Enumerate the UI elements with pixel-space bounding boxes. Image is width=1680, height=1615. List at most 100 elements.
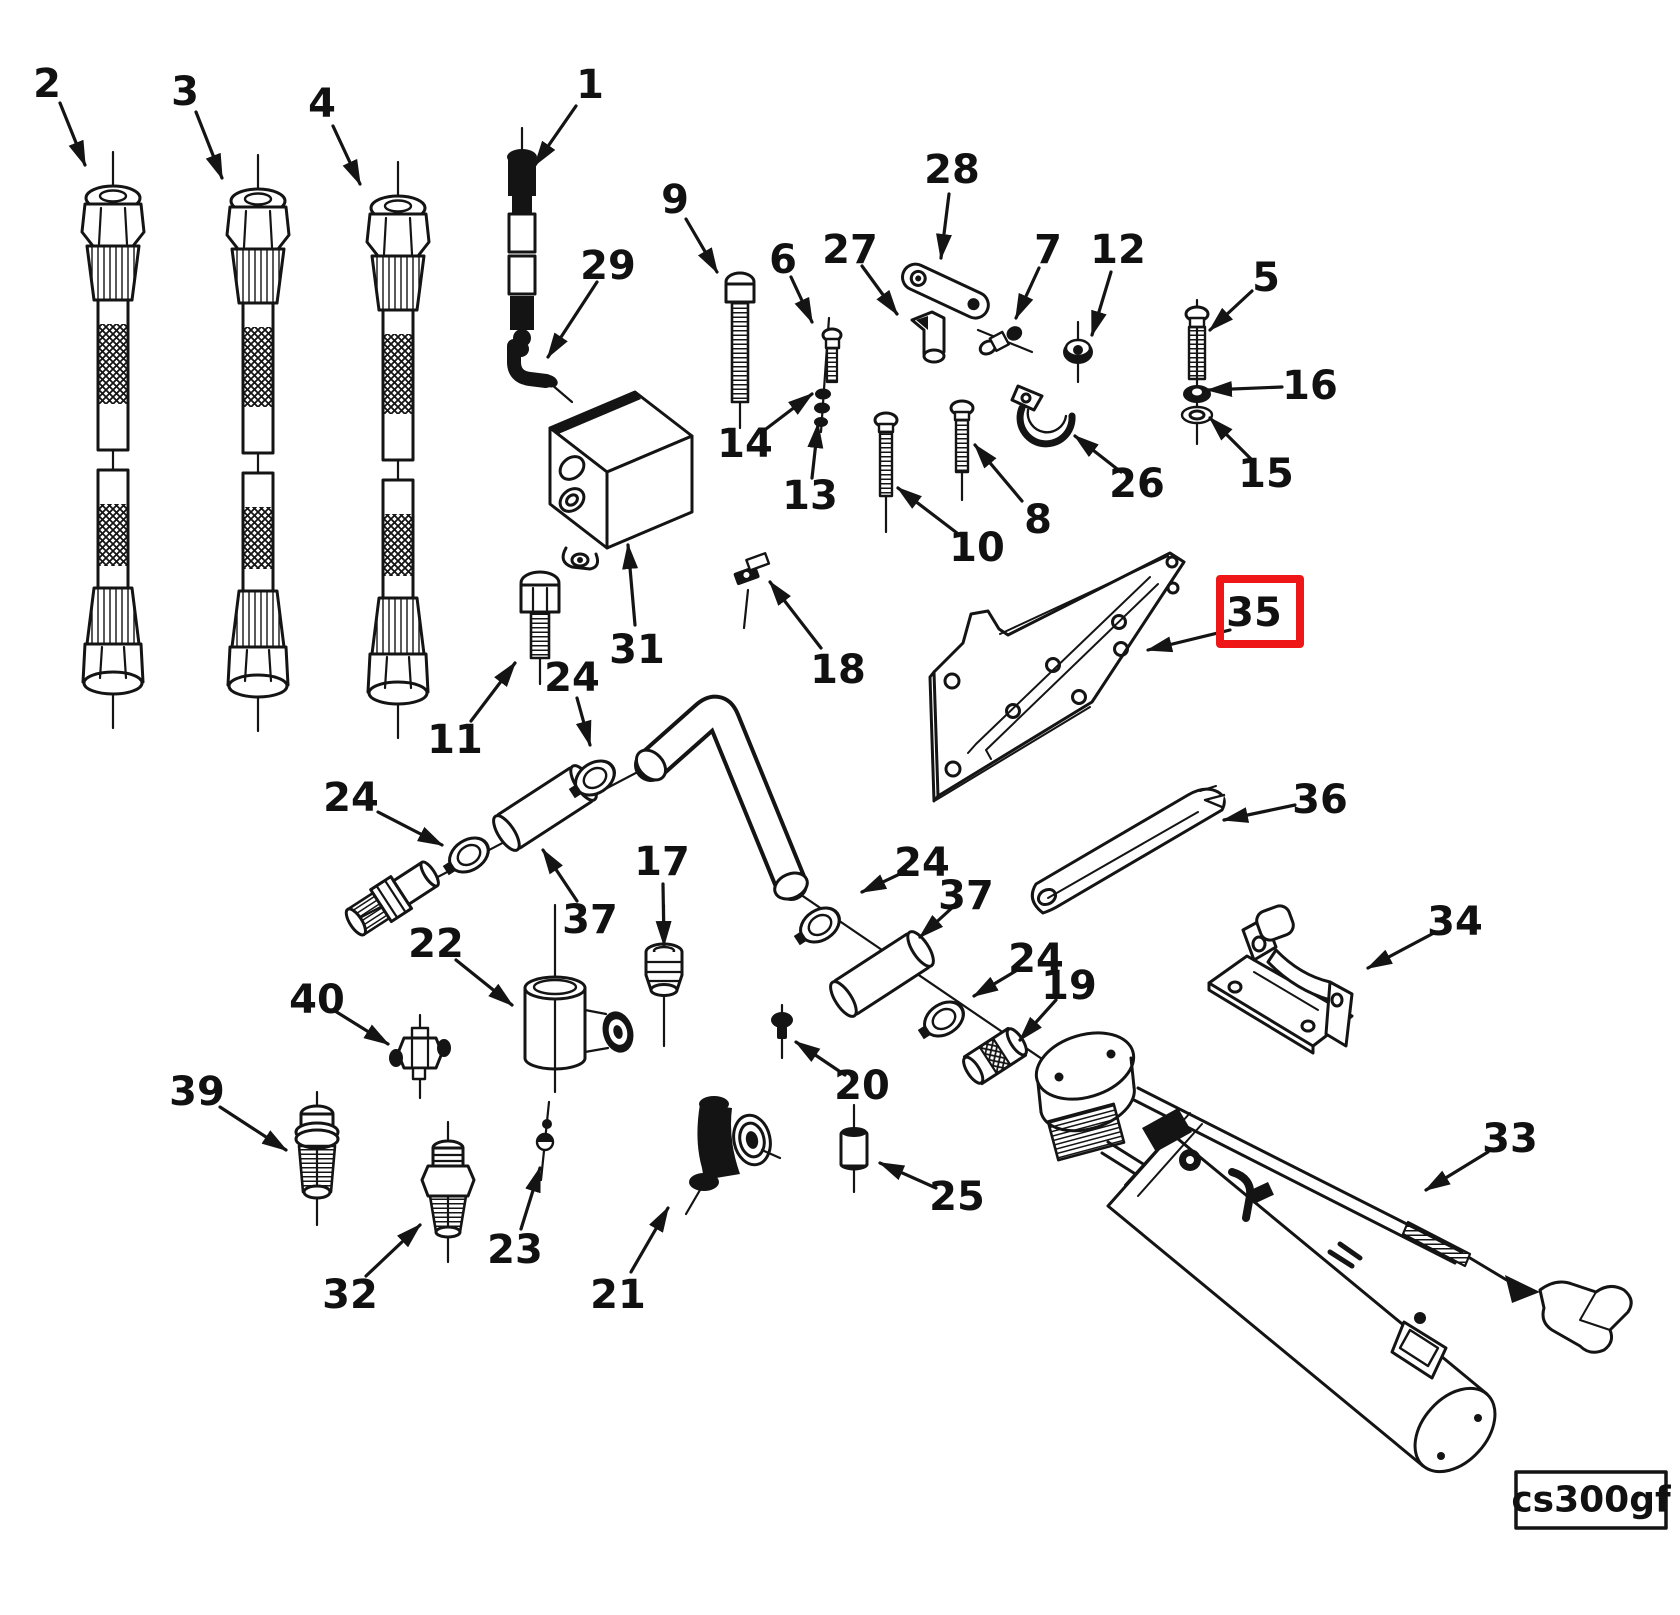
callout-number: 3: [171, 69, 199, 115]
callout-leader-arrow: [454, 958, 514, 1007]
callout-11: 11: [427, 661, 517, 763]
callout-number: 7: [1034, 227, 1062, 273]
callout-7: 7: [1014, 227, 1062, 320]
callout-number: 12: [1090, 227, 1146, 273]
callout-number: 10: [949, 525, 1005, 571]
callout-leader-arrow: [789, 275, 814, 324]
callout-21: 21: [590, 1206, 670, 1318]
callout-17: 17: [634, 839, 690, 947]
callout-number: 37: [938, 873, 994, 919]
callout-9: 9: [661, 177, 719, 274]
callout-number: 27: [822, 227, 878, 273]
callout-28: 28: [924, 147, 980, 260]
callout-26: 26: [1073, 434, 1165, 507]
screw-5-with-spring: [1184, 305, 1210, 381]
callout-number: 21: [590, 1272, 646, 1318]
callout-leader-arrow: [541, 848, 579, 903]
figure-code-label: cs300gf: [1511, 1480, 1671, 1521]
callout-leader-arrow: [575, 696, 592, 747]
callout-number: 34: [1427, 899, 1483, 945]
hose-assembly-2: [80, 150, 146, 730]
callout-number: 32: [322, 1272, 378, 1318]
tee-fitting-22: [523, 975, 634, 1071]
screw-8: [949, 399, 975, 502]
washer-15: [1180, 405, 1214, 425]
callout-leader-arrow: [918, 905, 955, 939]
callout-37: 37: [918, 873, 994, 939]
callout-leader-arrow: [1014, 266, 1041, 320]
callout-number: 17: [634, 839, 690, 885]
callout-24: 24: [972, 936, 1064, 998]
callout-leader-arrow: [860, 264, 899, 316]
formed-tube: [634, 694, 809, 901]
callout-number: 4: [308, 81, 336, 127]
callout-leader-arrow: [1073, 434, 1123, 474]
hose-segment-37: [824, 926, 940, 1022]
callout-leader-arrow: [760, 392, 814, 434]
plug-20: [771, 1012, 793, 1039]
callout-16: 16: [1206, 363, 1338, 409]
callout-number: 24: [323, 775, 379, 821]
callout-27: 27: [822, 227, 899, 316]
valve-box-31: [548, 390, 694, 571]
callout-22: 22: [408, 921, 514, 1007]
callout-31: 31: [609, 543, 665, 673]
callout-number: 36: [1292, 777, 1348, 823]
callout-number: 13: [782, 473, 838, 519]
callout-number: 5: [1252, 255, 1280, 301]
callout-4: 4: [308, 81, 362, 186]
callout-number: 24: [1008, 936, 1064, 982]
hose-assembly-3: [225, 153, 291, 733]
callout-leader-arrow: [1222, 803, 1297, 823]
spacer-25: [839, 1127, 869, 1171]
callout-leader-arrow: [936, 192, 952, 260]
callout-leader-arrow: [194, 110, 224, 180]
bolt-9: [724, 271, 756, 430]
callout-number: 28: [924, 147, 980, 193]
fitting-32: [420, 1139, 476, 1239]
highlight-box[interactable]: [1216, 575, 1304, 648]
callout-24: 24: [544, 655, 600, 747]
callout-3: 3: [171, 69, 224, 180]
callout-14: 14: [717, 392, 814, 467]
callout-leader-arrow: [333, 1009, 390, 1046]
nut-16: [1183, 385, 1211, 403]
callout-number: 15: [1238, 451, 1294, 497]
callout-25: 25: [878, 1161, 985, 1220]
callout-number: 37: [562, 897, 618, 943]
pump-assembly-33: [1034, 1031, 1633, 1474]
clamp-27: [910, 310, 946, 364]
hose-clamp-24: [786, 899, 848, 955]
callout-19: 19: [1018, 963, 1097, 1042]
callout-12: 12: [1090, 227, 1146, 337]
elbow-fitting-29: [507, 339, 574, 404]
callout-leader-arrow: [218, 1105, 288, 1152]
callout-leader-arrow: [376, 810, 444, 847]
callout-leader-arrow: [896, 486, 959, 535]
callout-number: 24: [894, 840, 950, 886]
bolt-11: [519, 570, 561, 686]
callout-leader-arrow: [794, 1040, 847, 1077]
callout-number: 20: [834, 1063, 890, 1109]
callout-leader-arrow: [655, 882, 672, 947]
callout-35-highlighted[interactable]: 35: [1146, 575, 1304, 653]
mounting-bracket-35: [928, 551, 1186, 803]
callout-leader-arrow: [860, 869, 908, 894]
callout-2: 2: [33, 61, 87, 167]
callout-36: 36: [1222, 777, 1348, 823]
callout-leader-arrow: [331, 124, 362, 186]
callout-leader-arrow: [629, 1206, 670, 1274]
spanner-tool-36: [1030, 785, 1226, 915]
strap-28: [901, 262, 990, 320]
callout-number: 14: [717, 421, 773, 467]
callout-number: 39: [169, 1069, 225, 1115]
callout-number: 6: [769, 237, 797, 283]
callout-leader-arrow: [768, 580, 823, 650]
callout-24: 24: [860, 840, 950, 894]
callout-number: 25: [929, 1174, 985, 1220]
callout-10: 10: [896, 486, 1005, 571]
callout-leader-arrow: [622, 543, 639, 627]
callout-number: 35: [1226, 590, 1282, 636]
